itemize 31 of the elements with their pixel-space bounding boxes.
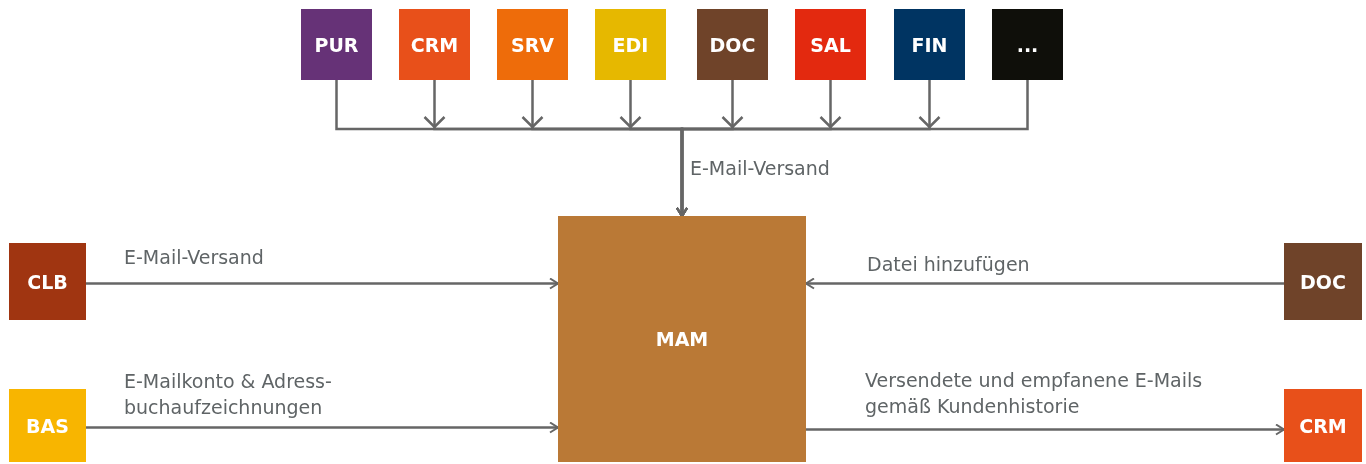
- module-badge: [595, 9, 666, 80]
- module-badge: [9, 243, 86, 320]
- module-name: DOC: [1300, 270, 1346, 293]
- module-badge: [1284, 389, 1362, 462]
- module-badge: [795, 9, 866, 80]
- module-name: DOC: [709, 33, 756, 56]
- module-name: PUR: [314, 33, 359, 56]
- arrow: [805, 277, 1284, 290]
- arrow: [86, 421, 559, 434]
- module-badge: [9, 389, 86, 462]
- module-box: [558, 216, 806, 462]
- module-badge: [1284, 243, 1362, 320]
- module-badge: [992, 9, 1063, 80]
- module-name: EDI: [612, 33, 649, 56]
- arrow: [86, 277, 559, 290]
- module-badge: [399, 9, 470, 80]
- module-badge: [894, 9, 965, 80]
- module-name: MAM: [655, 328, 709, 350]
- module-name: FIN: [911, 33, 948, 56]
- module-name: CRM: [1299, 414, 1347, 437]
- module-badge: [697, 9, 768, 80]
- arrow: [806, 423, 1285, 436]
- module-name: CRM: [410, 33, 459, 56]
- module-name: SRV: [511, 33, 554, 56]
- module-badge: [301, 9, 372, 80]
- arrow: [676, 80, 1029, 217]
- module-name: CLB: [27, 270, 68, 293]
- module-badge: [497, 9, 568, 80]
- module-name: ...: [1016, 33, 1039, 56]
- module-name: BAS: [26, 414, 69, 437]
- module-name: SAL: [810, 33, 851, 56]
